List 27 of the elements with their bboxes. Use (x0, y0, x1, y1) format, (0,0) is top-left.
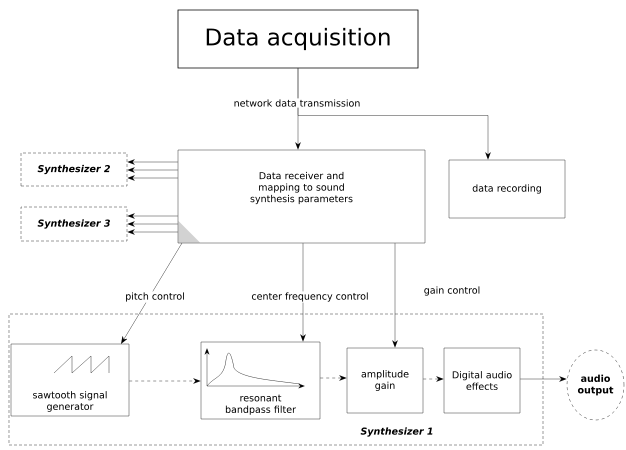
process-box: Data receiver and mapping to sound synthesis parameters (178, 150, 426, 244)
edge-label: pitch control (126, 292, 184, 302)
edge-label: gain control (424, 286, 480, 296)
arrow (128, 221, 178, 227)
arrow (121, 242, 182, 344)
arrow (298, 68, 491, 160)
edge-label: center frequency control (252, 292, 368, 302)
arrow (520, 376, 566, 382)
process-box: data recording (448, 160, 566, 218)
arrow (300, 243, 306, 342)
arrow (392, 243, 398, 348)
generator-box: sawtooth signal generator (10, 344, 130, 416)
arrow (128, 213, 178, 219)
arrow (423, 376, 444, 382)
synthesizer-box: Synthesizer 3 (20, 206, 128, 242)
title-box: Data acquisition (178, 10, 418, 68)
arrow (128, 159, 178, 165)
arrow (128, 175, 178, 181)
synthesizer-box: Synthesizer 2 (20, 152, 128, 186)
process-box: Digital audio effects (444, 348, 520, 414)
arrow (128, 167, 178, 173)
filter-box: resonant bandpass filter (200, 342, 320, 420)
arrow (128, 229, 178, 235)
arrow (129, 378, 200, 384)
edge-label: network data transmission (234, 99, 360, 107)
process-box: amplitude gain (346, 348, 424, 414)
arrow (320, 375, 346, 381)
